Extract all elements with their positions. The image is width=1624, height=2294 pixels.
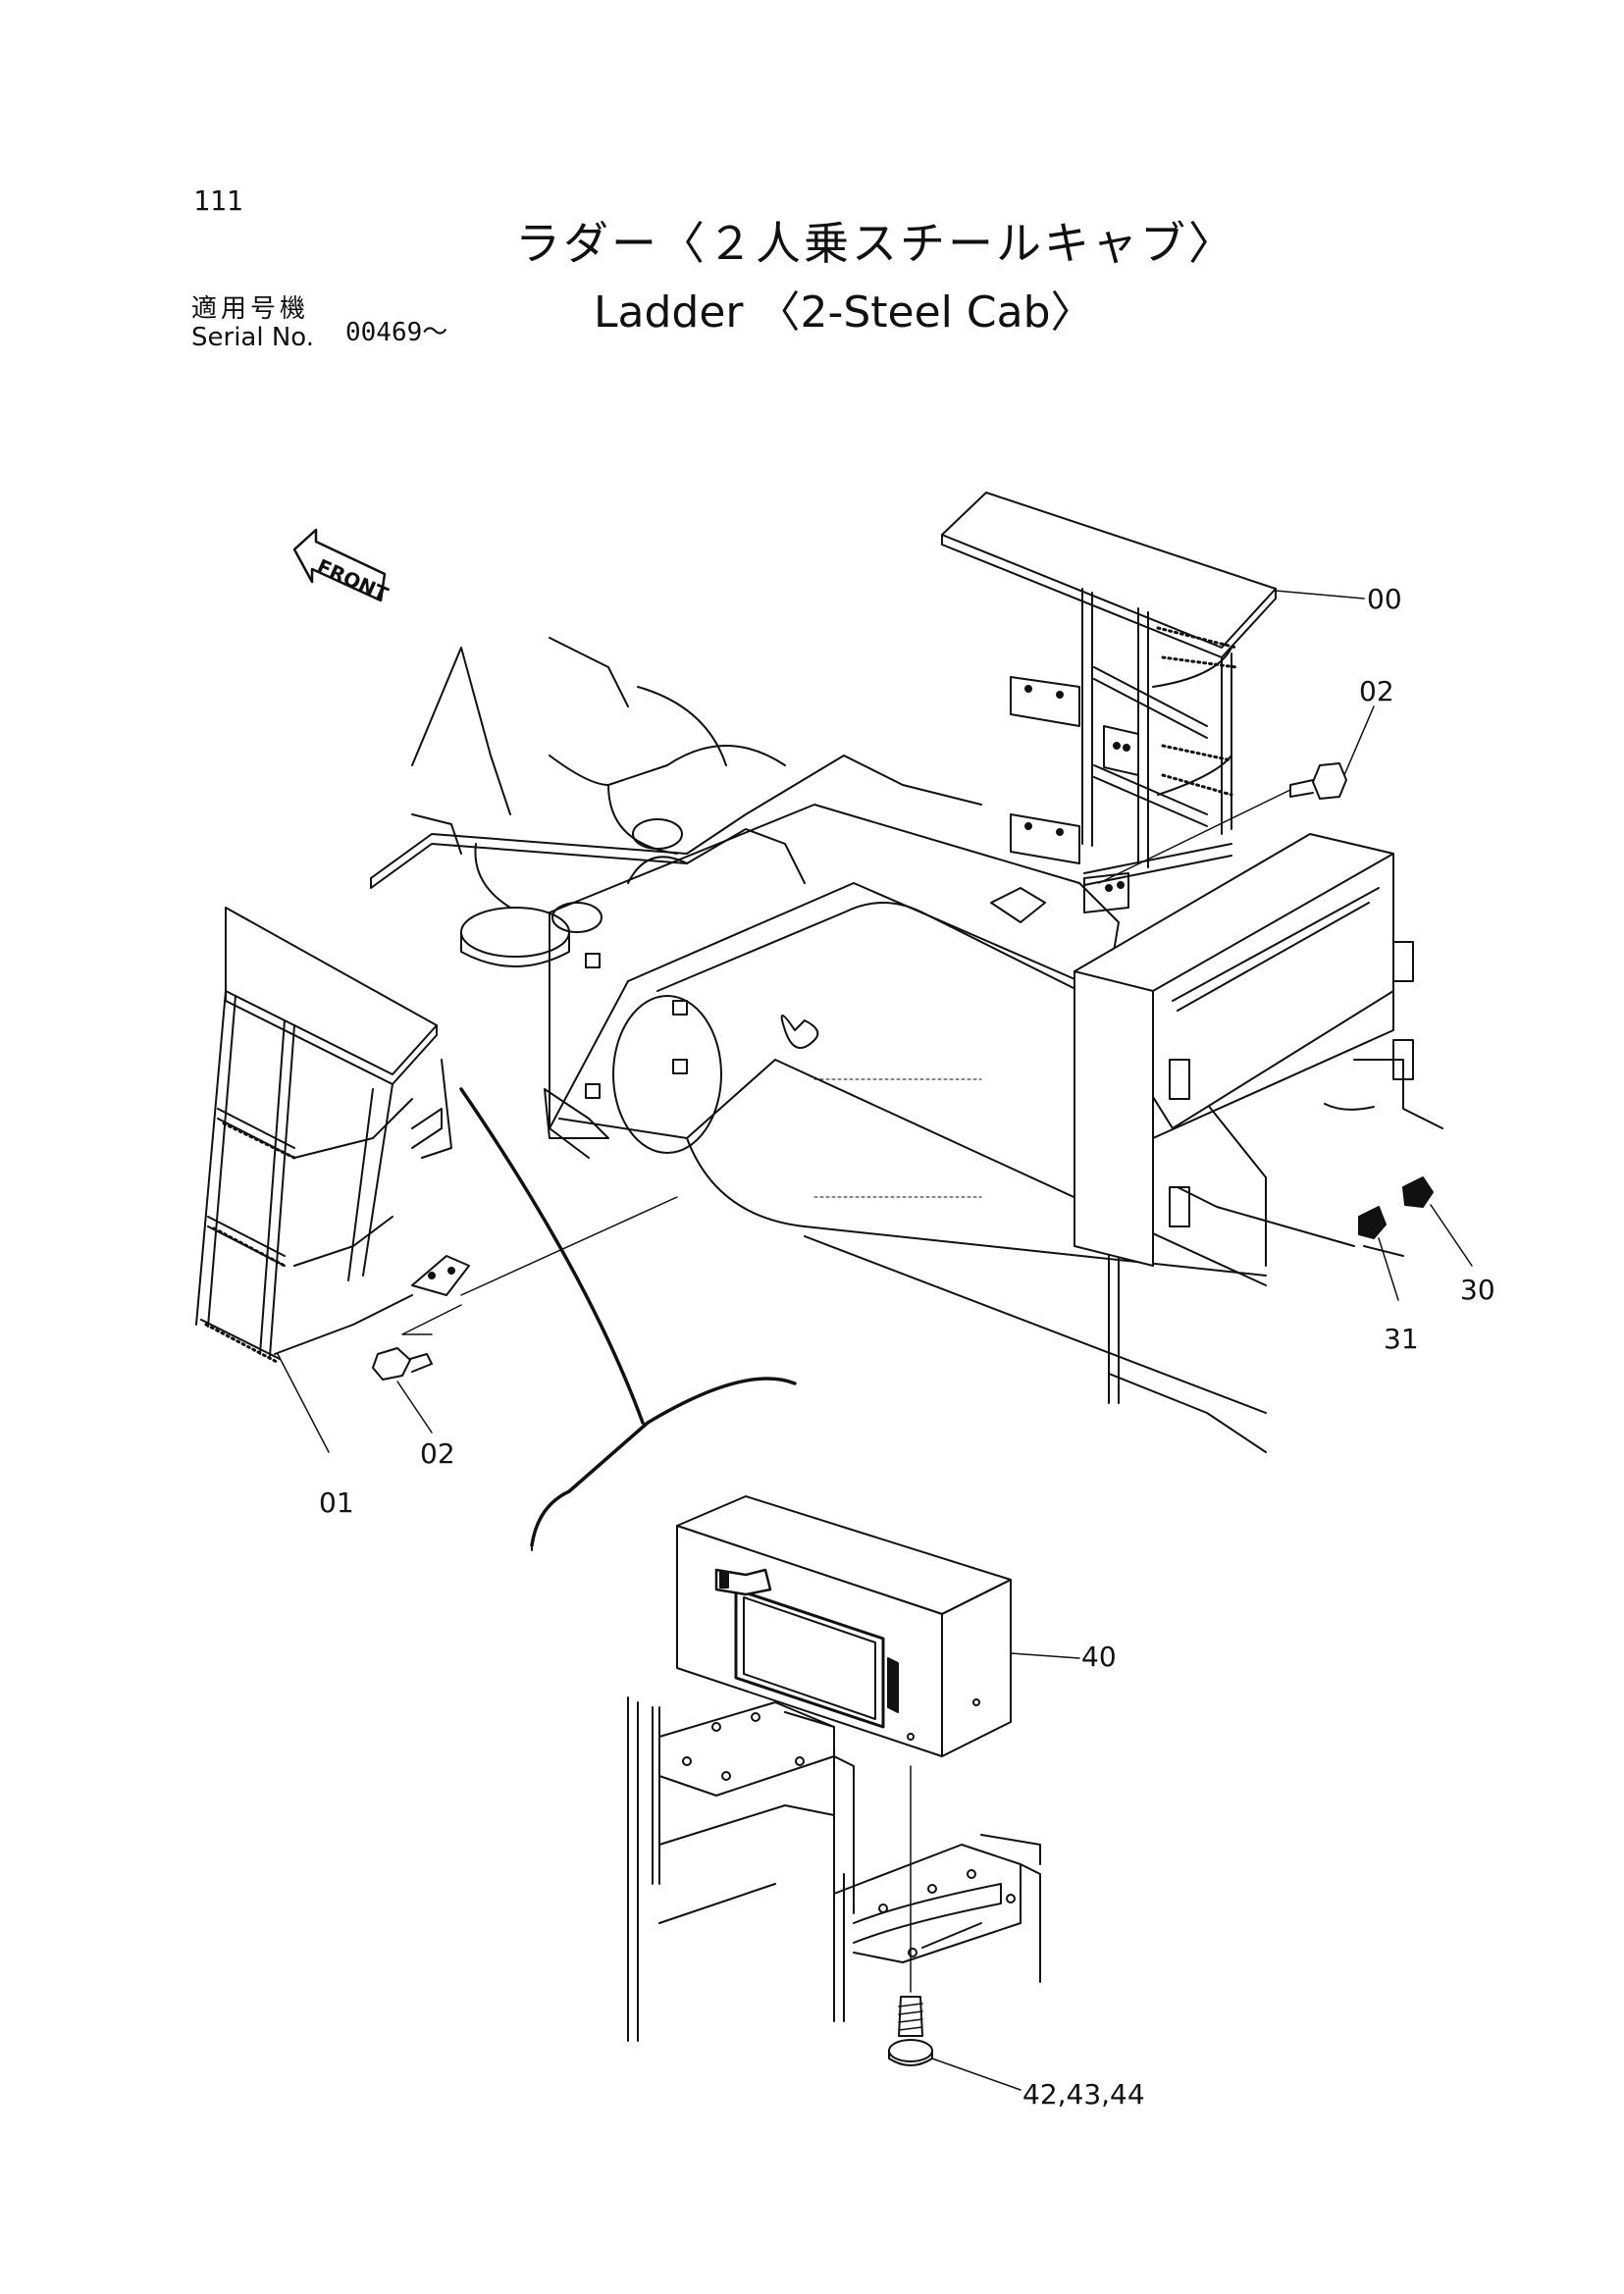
bolt-02-upper — [1099, 763, 1346, 883]
page-number: 111 — [193, 184, 243, 217]
detail-arc — [461, 1089, 795, 1550]
callout-31: 31 — [1384, 1323, 1419, 1355]
upper-frame — [371, 638, 981, 966]
clip-31 — [1359, 1207, 1386, 1238]
leader-lines — [278, 591, 1472, 2090]
bolt-02-lower — [373, 1305, 461, 1380]
callout-02-upper: 02 — [1359, 675, 1394, 707]
leader-42 — [932, 2059, 1021, 2090]
title-japanese: ラダー〈２人乗スチールキャブ〉 — [515, 217, 1236, 270]
clip-30 — [1403, 1177, 1433, 1207]
leader-01 — [278, 1354, 329, 1452]
main-frame — [545, 805, 1266, 1452]
leader-31 — [1379, 1238, 1398, 1300]
tool-box — [677, 1496, 1011, 1756]
callout-02-lower: 02 — [420, 1437, 455, 1470]
serial-label-japanese: 適用号機 — [191, 294, 310, 324]
serial-label-english: Serial No. — [191, 323, 314, 352]
leader-02a — [1344, 706, 1374, 775]
lower-ladder — [196, 908, 469, 1362]
leader-30 — [1431, 1205, 1472, 1266]
bolt-42-43-44 — [889, 1766, 932, 2065]
callout-00: 00 — [1367, 583, 1402, 615]
title-english: Ladder 〈2-Steel Cab〉 — [594, 287, 1094, 338]
front-arrow-icon: FRONT — [294, 530, 392, 606]
leader-40 — [1011, 1653, 1079, 1658]
callout-30: 30 — [1460, 1274, 1495, 1306]
serial-number-value: 00469～ — [345, 318, 448, 347]
upper-ladder — [942, 493, 1276, 912]
callout-42-43-44: 42,43,44 — [1022, 2078, 1145, 2111]
tool-box-bracket — [628, 1697, 1040, 2041]
side-box — [1074, 834, 1442, 1266]
leader-02b — [397, 1382, 432, 1433]
leader-00 — [1276, 591, 1364, 599]
callout-01: 01 — [319, 1486, 354, 1519]
callout-40: 40 — [1081, 1641, 1117, 1673]
